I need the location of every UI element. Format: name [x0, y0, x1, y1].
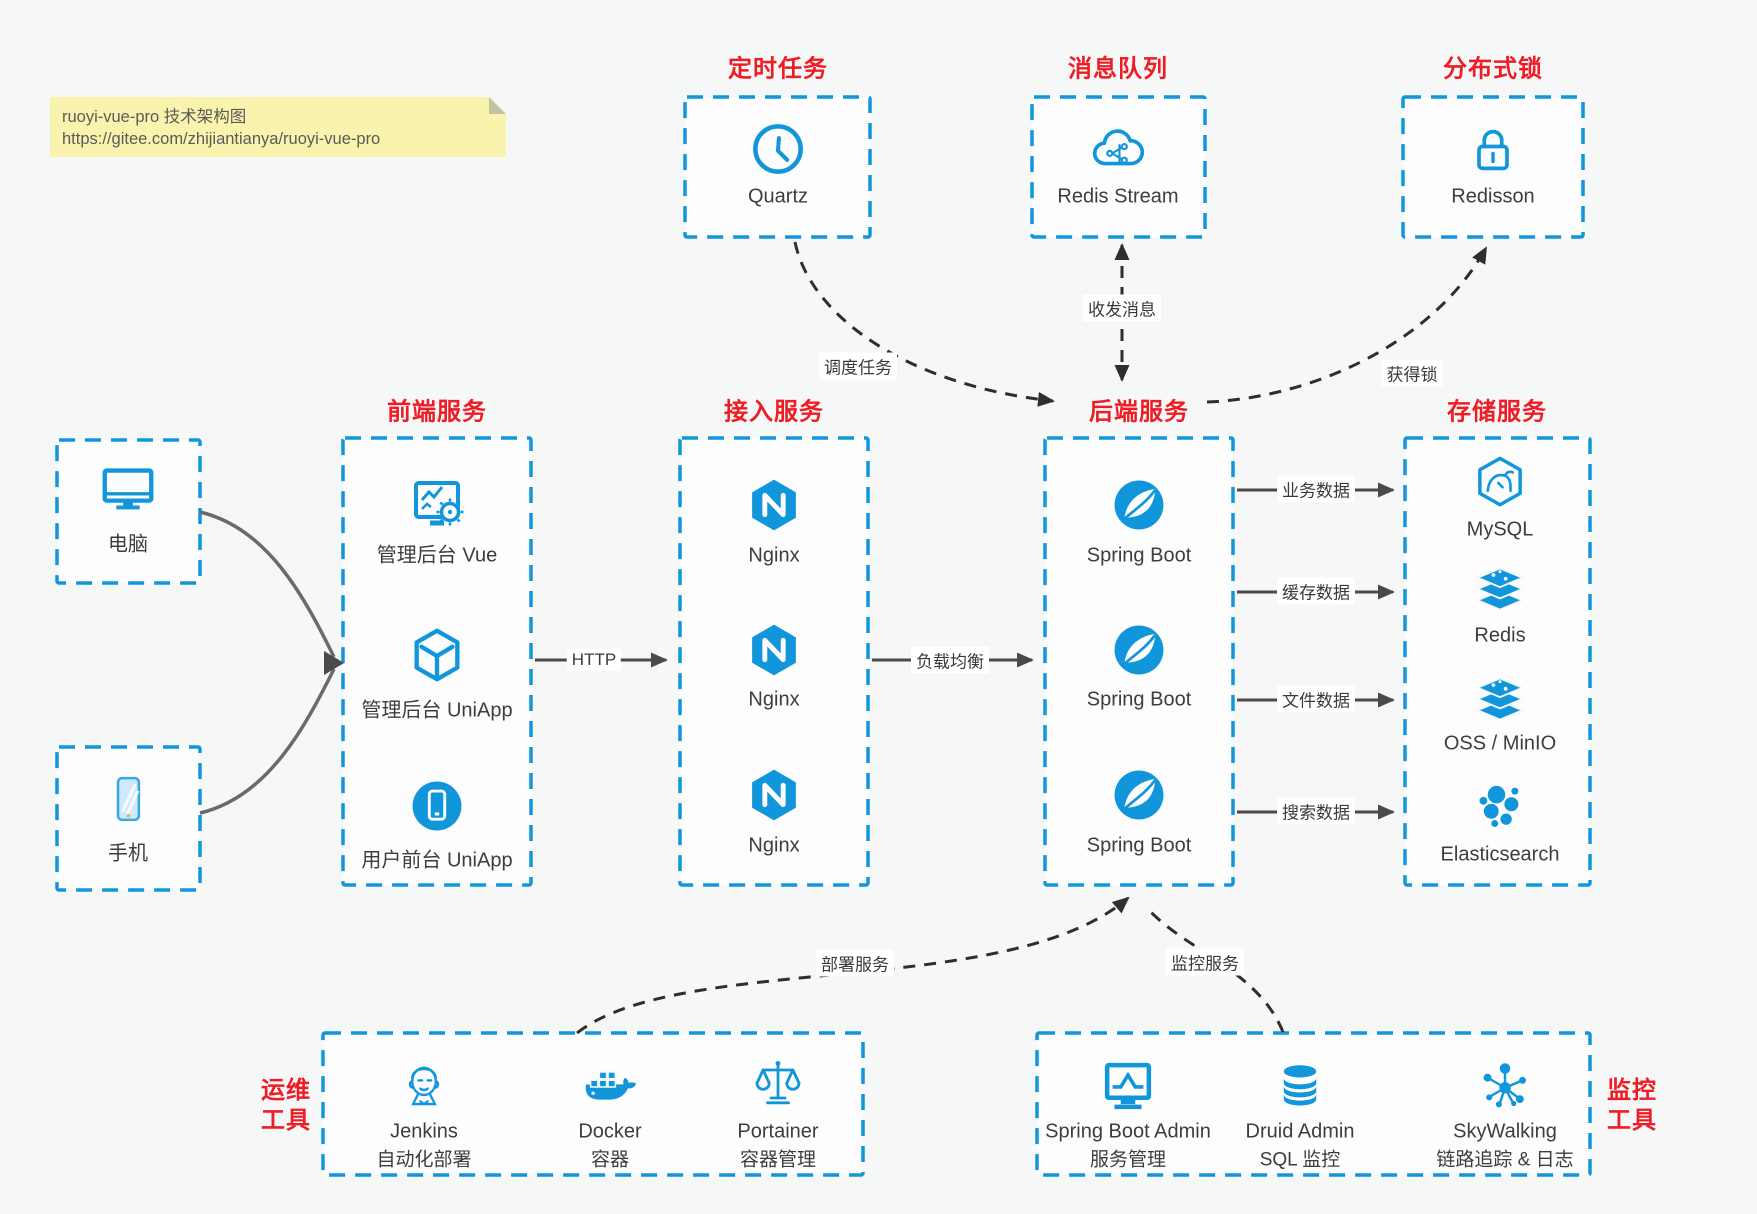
edge-label-cache-data: 缓存数据: [1277, 577, 1355, 605]
node-label-redis: Redis: [1474, 624, 1526, 647]
spring-boot-icon: [1110, 766, 1168, 824]
node-desc-druid-admin: SQL 监控: [1259, 1149, 1341, 1171]
node-label-skywalking: SkyWalking: [1453, 1120, 1557, 1143]
node-desc-jenkins: 自动化部署: [376, 1149, 472, 1171]
section-title-backend: 后端服务: [1089, 398, 1189, 426]
storage-services-box: [1403, 436, 1592, 887]
section-title-scheduled-task: 定时任务: [728, 55, 828, 83]
node-label-portainer: Portainer: [737, 1120, 819, 1143]
scheduled-task-box: [683, 95, 872, 239]
node-label-nginx-2: Nginx: [748, 688, 800, 711]
desktop-icon: [97, 458, 159, 520]
node-label-docker: Docker: [578, 1120, 642, 1143]
note-fold-corner: [489, 97, 506, 114]
node-label-redis-stream: Redis Stream: [1057, 185, 1179, 208]
node-desc-docker: 容器: [590, 1149, 630, 1171]
elasticsearch-icon: [1472, 778, 1528, 834]
node-label-oss-minio: OSS / MinIO: [1443, 732, 1557, 755]
node-label-mobile: 手机: [108, 842, 148, 865]
edge-label-messages: 收发消息: [1083, 294, 1161, 322]
client-arrowhead: [324, 651, 344, 675]
node-label-springboot-1: Spring Boot: [1086, 544, 1192, 567]
node-label-nginx-3: Nginx: [748, 834, 800, 857]
pc-client-box: [55, 438, 202, 585]
monitor-tools-box: [1035, 1031, 1592, 1177]
section-title-storage: 存储服务: [1447, 398, 1547, 426]
section-title-access: 接入服务: [724, 398, 824, 426]
redis-stack-icon: [1470, 559, 1530, 619]
node-label-admin-vue: 管理后台 Vue: [376, 544, 498, 567]
section-title-ops-tools: 运维工具: [261, 1077, 311, 1134]
node-label-redisson: Redisson: [1451, 185, 1535, 208]
node-label-mysql: MySQL: [1466, 518, 1534, 541]
clock-icon: [749, 120, 807, 178]
docker-icon: [579, 1055, 641, 1117]
portainer-icon: [750, 1056, 806, 1112]
acquire-lock-edge: [1206, 246, 1488, 404]
client-to-frontend-edges: [199, 510, 336, 815]
node-label-nginx-1: Nginx: [748, 544, 800, 567]
node-label-spring-boot-admin: Spring Boot Admin: [1045, 1120, 1211, 1143]
edge-label-business-data: 业务数据: [1277, 475, 1355, 503]
node-desc-portainer: 容器管理: [739, 1149, 817, 1171]
cloud-stream-icon: [1087, 119, 1149, 181]
nginx-icon: [746, 477, 802, 533]
section-title-frontend: 前端服务: [387, 398, 487, 426]
spring-boot-icon: [1110, 621, 1168, 679]
edge-label-http: HTTP: [566, 649, 622, 671]
edge-label-search-data: 搜索数据: [1277, 797, 1355, 825]
spring-boot-icon: [1110, 476, 1168, 534]
edge-label-monitor-service: 监控服务: [1166, 948, 1244, 976]
node-label-springboot-2: Spring Boot: [1086, 688, 1192, 711]
nginx-icon: [746, 622, 802, 678]
node-desc-spring-boot-admin: 服务管理: [1089, 1149, 1167, 1171]
edge-label-file-data: 文件数据: [1277, 685, 1355, 713]
node-label-springboot-3: Spring Boot: [1086, 834, 1192, 857]
section-title-distributed-lock: 分布式锁: [1443, 55, 1543, 83]
jenkins-icon: [395, 1056, 453, 1114]
node-label-pc: 电脑: [108, 533, 148, 556]
smartphone-icon: [99, 770, 157, 828]
edge-label-deploy-service: 部署服务: [816, 949, 894, 977]
druid-icon: [1274, 1060, 1326, 1112]
note-url: https://gitee.com/zhijiantianya/ruoyi-vu…: [62, 130, 381, 148]
mysql-icon: [1472, 454, 1528, 510]
node-label-quartz: Quartz: [747, 185, 809, 208]
edge-label-load-balance: 负载均衡: [911, 646, 989, 674]
node-label-user-uniapp: 用户前台 UniApp: [361, 849, 513, 872]
node-label-elasticsearch: Elasticsearch: [1440, 843, 1560, 866]
lock-icon: [1465, 122, 1521, 178]
nginx-icon: [746, 767, 802, 823]
skywalking-icon: [1477, 1058, 1533, 1114]
section-title-monitor-tools: 监控工具: [1607, 1077, 1657, 1134]
node-label-jenkins: Jenkins: [390, 1120, 458, 1143]
edge-label-acquire-lock: 获得锁: [1381, 359, 1443, 387]
user-app-icon: [408, 777, 466, 835]
uniapp-cube-icon: [406, 624, 468, 686]
edge-label-schedule-task: 调度任务: [819, 352, 897, 380]
ops-tools-box: [321, 1031, 865, 1177]
sticky-note: ruoyi-vue-pro 技术架构图 https://gitee.com/zh…: [50, 97, 506, 157]
node-label-admin-uniapp: 管理后台 UniApp: [361, 699, 513, 722]
pc-to-frontend-edge: [199, 510, 336, 658]
note-title: ruoyi-vue-pro 技术架构图: [62, 108, 247, 126]
schedule-task-edge: [793, 241, 1055, 407]
admin-vue-icon: [405, 472, 469, 536]
spring-boot-admin-icon: [1099, 1057, 1157, 1115]
oss-minio-icon: [1470, 669, 1530, 729]
message-queue-box: [1030, 95, 1207, 239]
section-title-message-queue: 消息队列: [1068, 55, 1168, 83]
node-desc-skywalking: 链路追踪 & 日志: [1436, 1149, 1574, 1171]
mobile-to-frontend-edge: [199, 668, 336, 815]
node-label-druid-admin: Druid Admin: [1245, 1120, 1355, 1143]
